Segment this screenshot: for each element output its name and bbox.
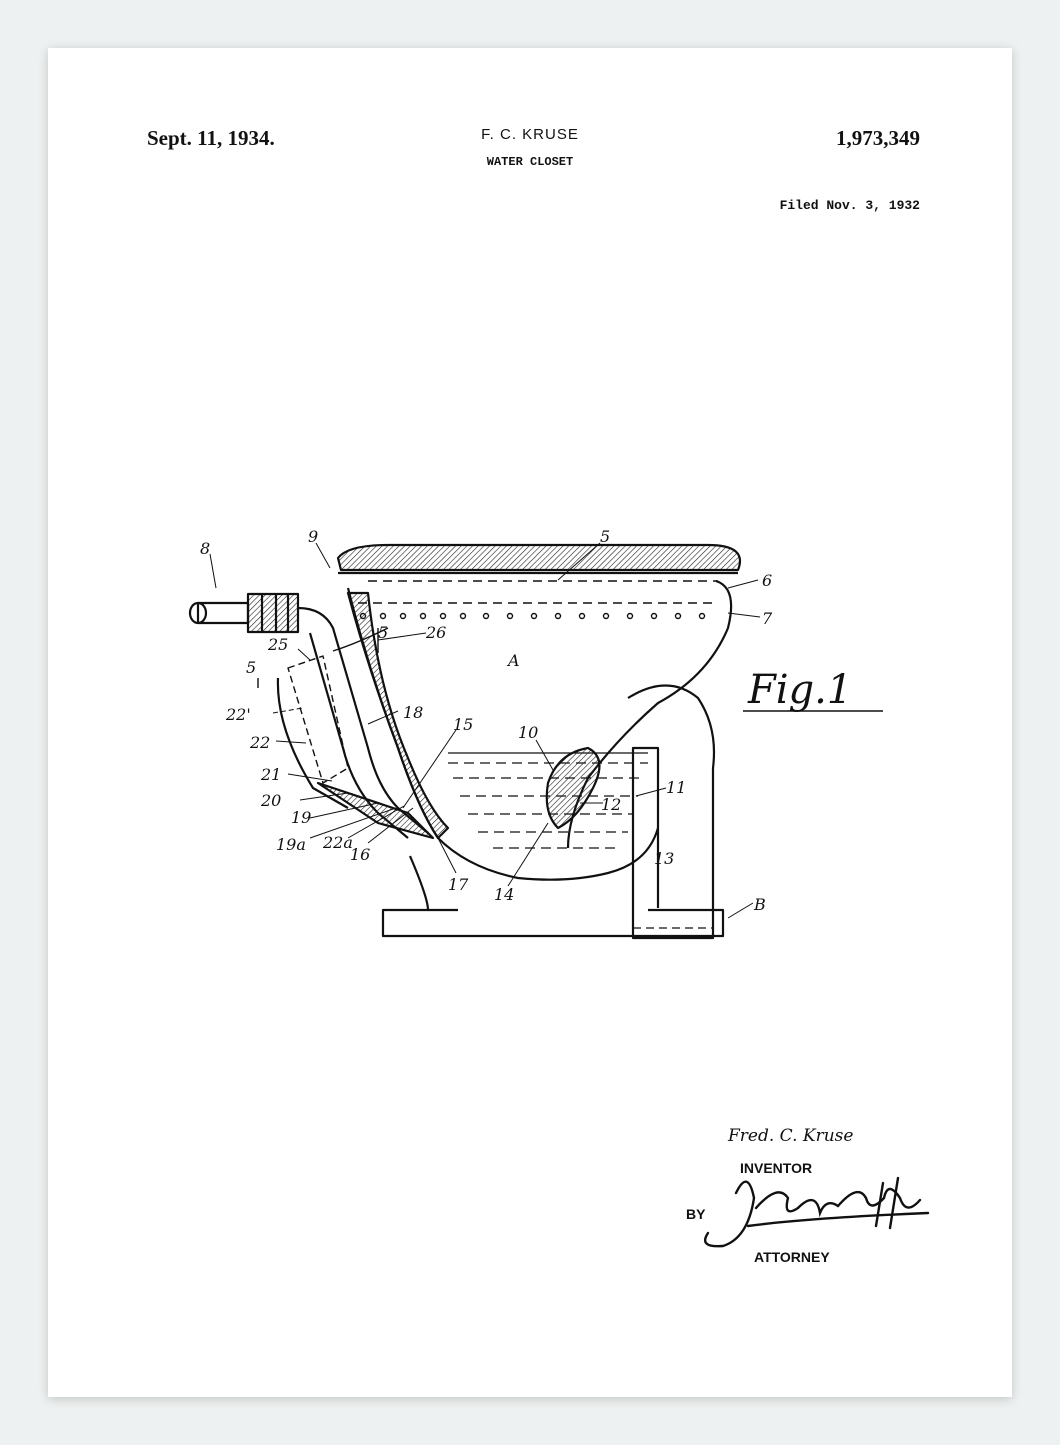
label-13: 13 (654, 849, 674, 868)
by-label: BY (686, 1206, 706, 1222)
label-15: 15 (453, 715, 473, 734)
label-19a: 19a (276, 835, 306, 854)
attorney-label: ATTORNEY (754, 1249, 830, 1265)
water-closet-drawing: 8 9 5 6 7 25 26 5 5 A 22' 18 22 15 10 11… (188, 527, 930, 1248)
label-A: A (506, 651, 520, 670)
inventor-label: INVENTOR (740, 1160, 813, 1176)
label-17: 17 (448, 875, 469, 894)
label-22-prime: 22' (225, 705, 251, 724)
label-20: 20 (260, 791, 281, 810)
label-5-section-left: 5 (246, 658, 256, 677)
label-B: B (753, 895, 766, 914)
patent-title: WATER CLOSET (486, 155, 574, 169)
patent-date: Sept. 11, 1934. (147, 126, 275, 150)
label-6: 6 (762, 571, 772, 590)
patent-sheet: Sept. 11, 1934. F. C. KRUSE WATER CLOSET… (48, 48, 1012, 1397)
label-26: 26 (425, 623, 446, 642)
label-22a: 22a (322, 833, 353, 852)
label-16: 16 (350, 845, 370, 864)
label-18: 18 (403, 703, 423, 722)
label-7: 7 (762, 609, 773, 628)
attorney-signature (703, 1176, 930, 1248)
label-5-lid: 5 (600, 527, 610, 546)
label-9: 9 (308, 527, 318, 546)
figure-caption: Fig.1 (747, 667, 852, 713)
label-10: 10 (518, 723, 538, 742)
patent-number: 1,973,349 (836, 126, 920, 150)
filed-date: Filed Nov. 3, 1932 (779, 198, 920, 213)
rim-holes (359, 612, 706, 620)
label-12: 12 (601, 795, 621, 814)
label-11: 11 (666, 778, 686, 797)
label-14: 14 (494, 885, 514, 904)
inventor-signature-name: Fred. C. Kruse (728, 1126, 854, 1146)
label-8: 8 (200, 539, 210, 558)
label-22: 22 (249, 733, 270, 752)
part-labels: 8 9 5 6 7 25 26 5 5 A 22' 18 22 15 10 11… (200, 527, 773, 914)
label-25: 25 (267, 635, 288, 654)
label-19: 19 (291, 808, 311, 827)
inventor-name-header: F. C. KRUSE (481, 126, 579, 143)
label-5-section-right: 5 (378, 623, 388, 642)
label-21: 21 (260, 765, 281, 784)
